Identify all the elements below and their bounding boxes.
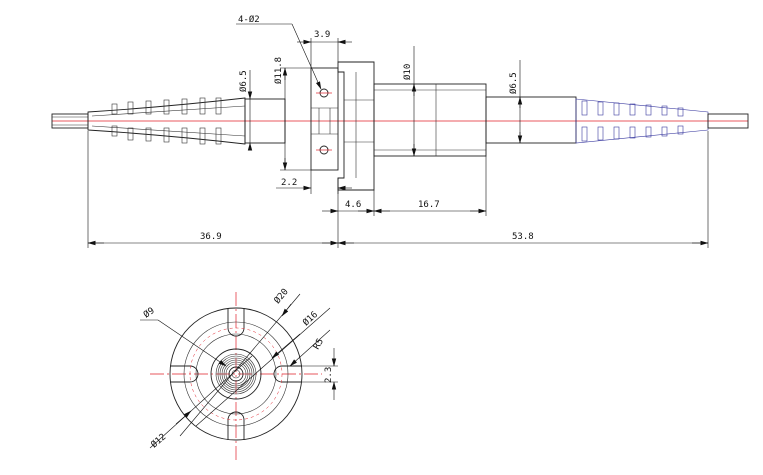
dim-2-2-label: 2.2 [281, 178, 297, 188]
dim-dia-16-label: Ø16 [301, 309, 320, 328]
dim-2-3: 2.3 [302, 348, 338, 400]
dim-radius-r5: R5 [289, 329, 331, 367]
dim-4-6: 4.6 [322, 190, 375, 248]
dim-53-8: 53.8 [337, 131, 709, 248]
dim-3-9-label: 3.9 [314, 30, 330, 40]
dim-dia-11-8: Ø11.8 [273, 57, 311, 171]
dim-dia-10-label: Ø10 [402, 64, 413, 80]
dim-36-9-label: 36.9 [200, 232, 222, 242]
dim-2-2: 2.2 [276, 170, 352, 194]
rotor-body [337, 61, 375, 191]
dim-36-9: 36.9 [87, 131, 339, 248]
dim-dia-9: Ø9 [140, 305, 227, 367]
dim-radius-r5-label: R5 [312, 337, 326, 351]
outer-ring [169, 307, 303, 441]
dim-dia-20-label: Ø20 [272, 286, 291, 306]
main-housing [373, 83, 487, 157]
side-view: 4-Ø2 3.9 Ø6.5 Ø11.8 [51, 14, 749, 248]
pitch-circle [183, 321, 289, 427]
dim-dia-11-8-label: Ø11.8 [273, 57, 284, 84]
dim-dia-12: Ø12 [149, 355, 253, 450]
holes-label: 4-Ø2 [238, 14, 260, 25]
dim-dia-6-5-left-label: Ø6.5 [238, 70, 249, 92]
mounting-slots [170, 308, 302, 440]
dim-dia-6-5-left: Ø6.5 [238, 70, 253, 151]
right-strain-relief [575, 98, 709, 144]
dim-4-6-label: 4.6 [345, 200, 361, 210]
dim-3-9: 3.9 [297, 30, 352, 68]
dim-dia-6-5-right: Ø6.5 [508, 60, 523, 144]
right-stem [485, 96, 577, 144]
mounting-flange [310, 67, 339, 171]
dim-dia-6-5-right-label: Ø6.5 [508, 72, 519, 94]
dim-16-7-label: 16.7 [418, 200, 440, 210]
dim-53-8-label: 53.8 [512, 232, 534, 242]
left-strain-relief [87, 97, 246, 145]
holes-callout: 4-Ø2 [236, 14, 322, 90]
dim-16-7: 16.7 [373, 156, 487, 216]
dim-dia-9-label: Ø9 [141, 305, 156, 320]
right-cable [707, 113, 749, 129]
end-view: Ø9 Ø20 Ø16 R5 2.3 [140, 286, 338, 462]
center-contacts [215, 353, 257, 395]
dim-2-3-label: 2.3 [324, 367, 334, 383]
dim-dia-10: Ø10 [402, 46, 417, 157]
hub-ring [210, 348, 262, 400]
